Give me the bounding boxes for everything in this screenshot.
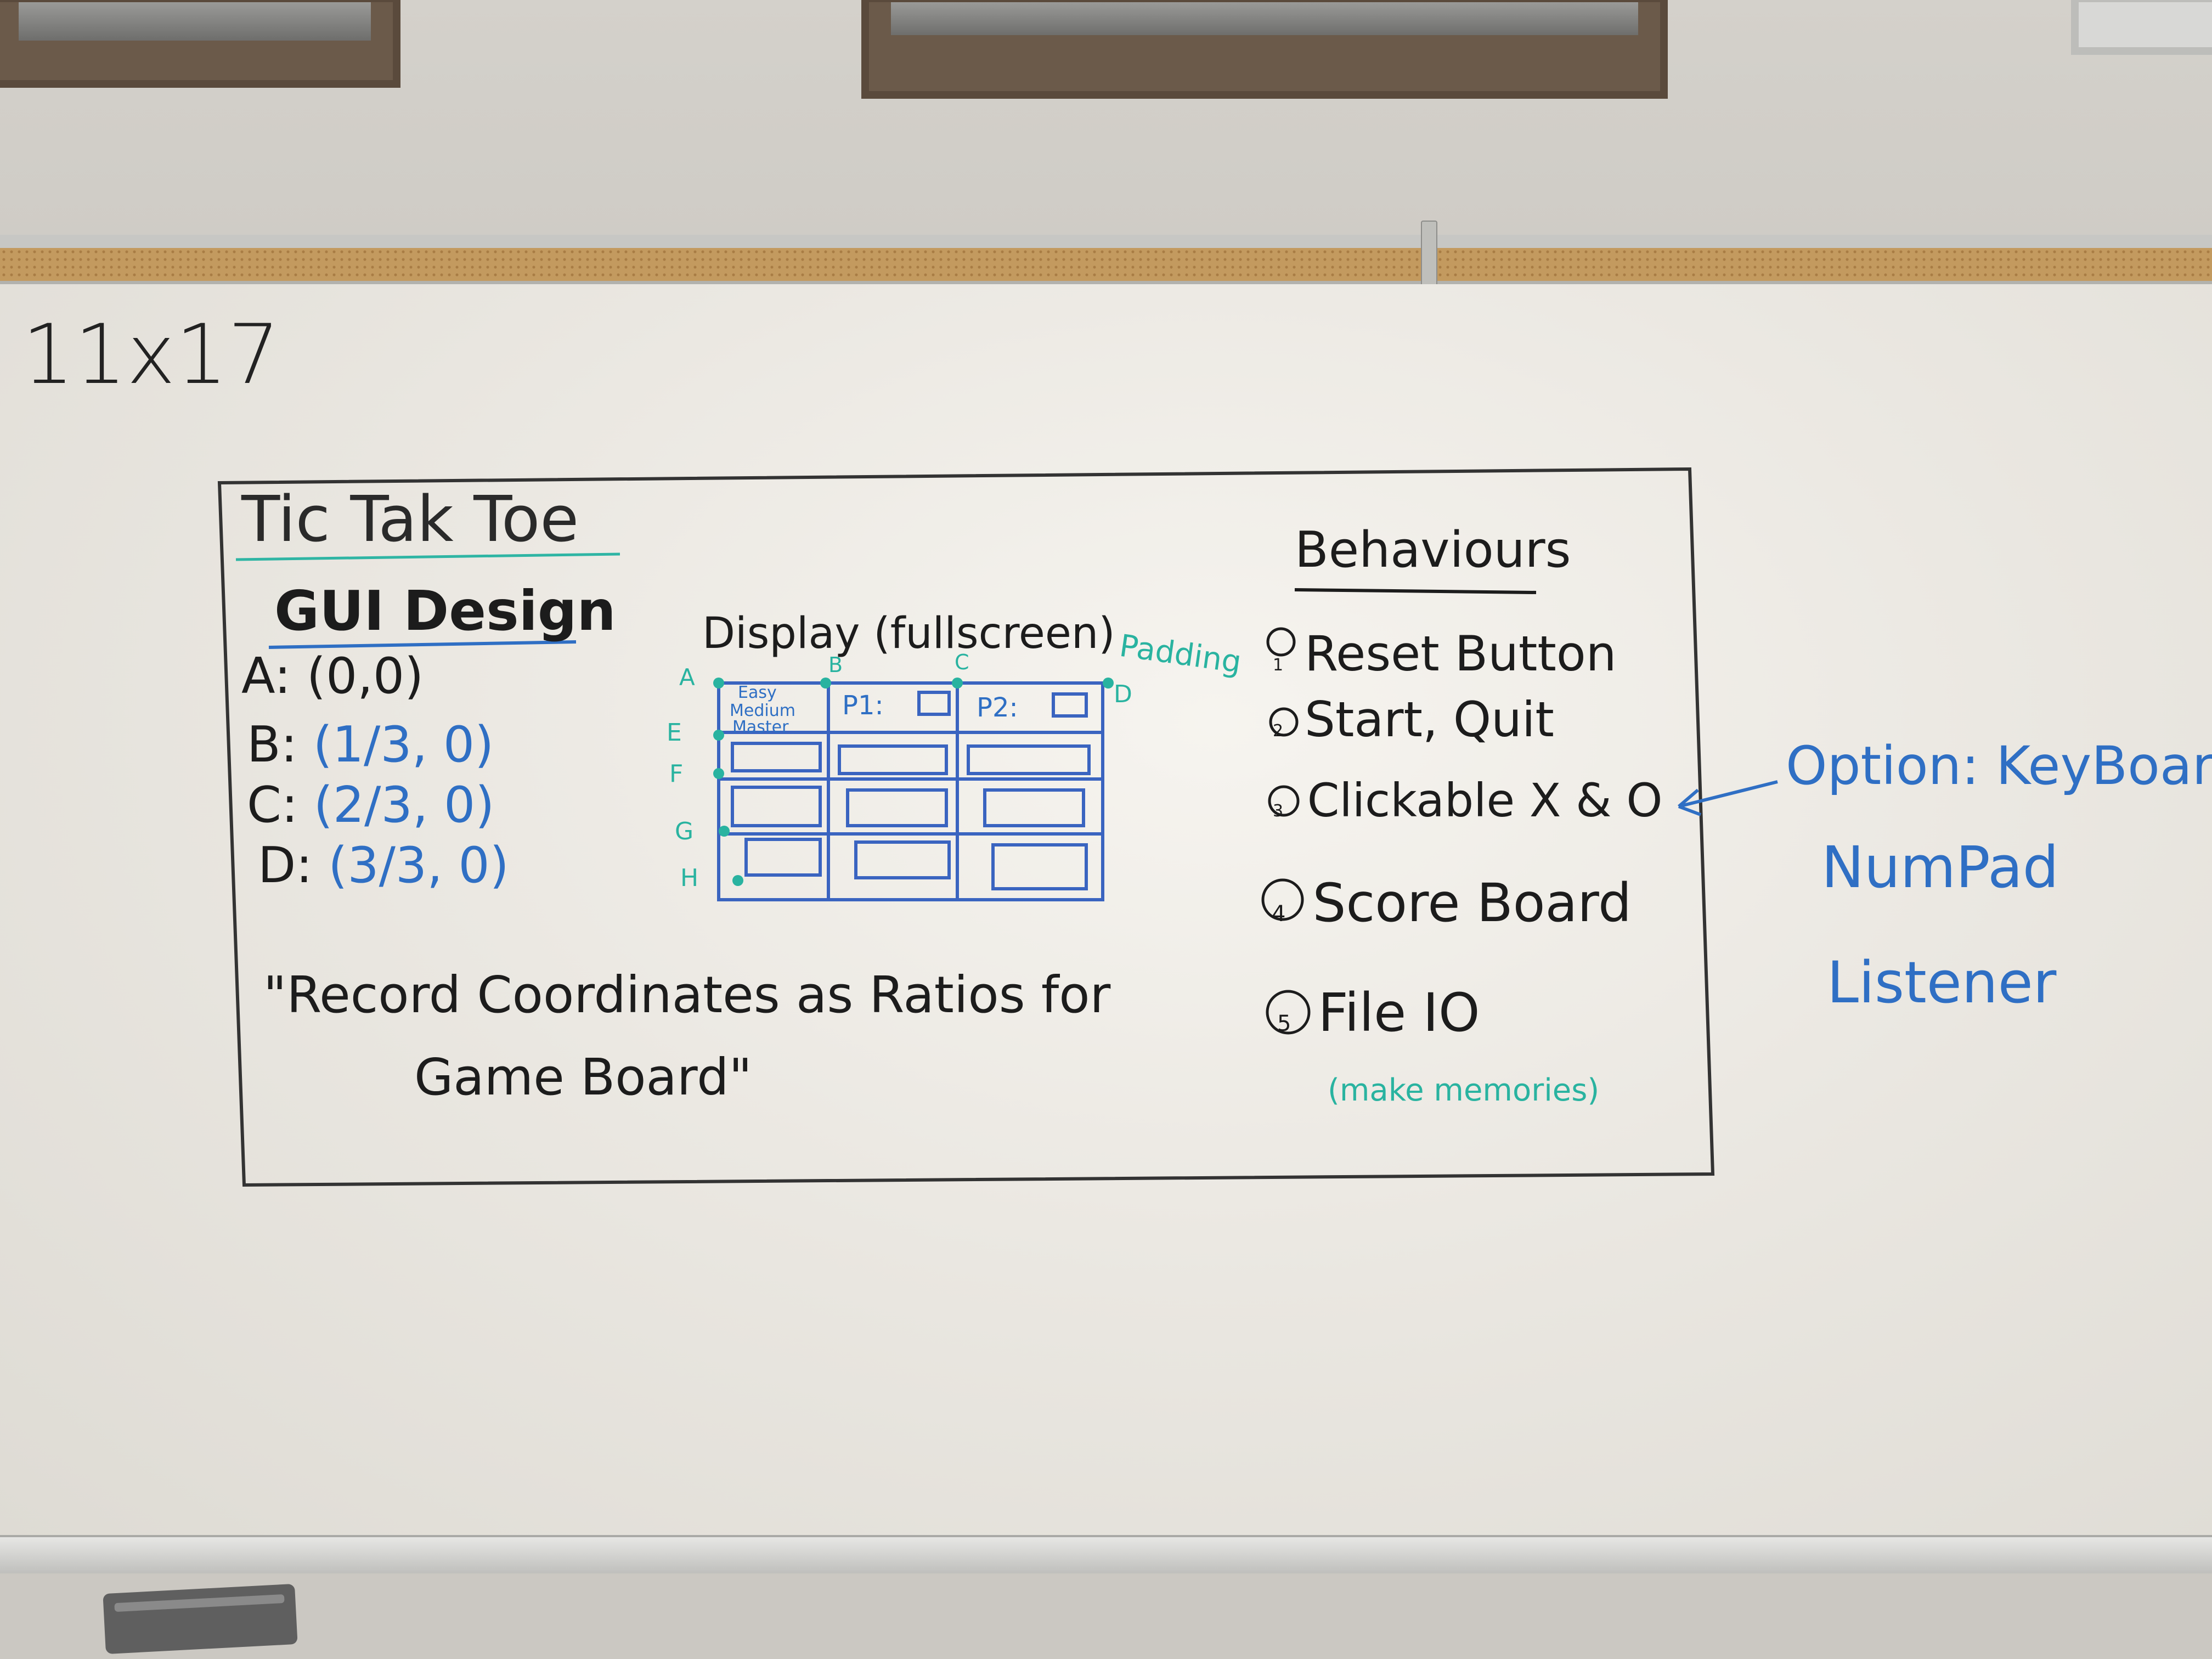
coord-a-label: A: [241,647,291,705]
option-label: Option: KeyBoard [1786,735,2212,797]
behaviour-3-num: 3 [1273,802,1284,821]
behaviour-5-num: 5 [1277,1011,1291,1036]
behaviour-2-num: 2 [1273,721,1284,741]
quote-line-2: Game Board" [414,1048,752,1107]
coord-a-value: (0,0) [306,647,424,705]
design-box [217,467,1715,1187]
point-label-f: F [669,760,684,788]
coord-d-value: (3/3, 0) [328,837,509,894]
wall-frame-left [0,0,400,88]
coord-c-label: C: [247,776,298,834]
behaviour-1: 1 Reset Button [1273,625,1617,682]
coord-b-label: B: [247,716,298,774]
coord-a: A: (0,0) [241,647,424,705]
map-clip [1421,221,1437,294]
file-io-note: (make memories) [1328,1073,1600,1108]
title-underline [235,552,620,561]
sketch-points [713,678,1114,886]
marker-tray [0,1535,2212,1576]
point-label-c: C [955,650,969,674]
point-label-g: G [675,817,694,845]
coord-d-label: D: [258,837,313,894]
behaviour-4-text: Score Board [1312,872,1632,934]
behaviours-heading: Behaviours [1295,521,1571,579]
behaviour-3: 3 Clickable X & O [1273,774,1662,827]
gui-underline [268,640,577,649]
difficulty-medium: Medium [730,701,795,720]
display-heading: Display (fullscreen) [702,609,1115,658]
behaviour-1-text: Reset Button [1304,625,1617,682]
behaviour-number-circles [1261,627,1311,1035]
option-arrow [1678,780,1778,816]
difficulty-easy: Easy [738,683,777,702]
option-listener: Listener [1827,949,2057,1016]
coord-b-value: (1/3, 0) [313,716,494,774]
point-label-e: E [667,719,682,747]
floor [0,1573,2212,1659]
coord-b: B: (1/3, 0) [247,716,494,774]
behaviour-2-text: Start, Quit [1304,691,1554,748]
point-label-b: B [828,653,843,677]
behaviour-3-text: Clickable X & O [1307,774,1663,827]
behaviour-4-num: 4 [1272,901,1286,927]
behaviour-4: 4 Score Board [1272,872,1632,934]
coord-d: D: (3/3, 0) [258,837,509,894]
gui-design-heading: GUI Design [274,579,616,643]
point-label-d: D [1114,680,1132,708]
behaviour-5: 5 File IO [1277,982,1480,1043]
cork-strip [0,248,2212,284]
player-1-label: P1: [842,690,884,721]
coord-c-value: (2/3, 0) [313,776,495,834]
option-numpad: NumPad [1821,834,2059,901]
sketch-outer [717,681,1104,901]
behaviour-5-text: File IO [1318,982,1480,1043]
display-sketch [717,681,1104,901]
player-2-label: P2: [977,692,1018,723]
coord-c: C: (2/3, 0) [247,776,494,834]
board-title: Tic Tak Toe [241,483,579,556]
point-label-a: A [679,664,695,691]
behaviours-underline [1294,588,1537,594]
quote-line-1: "Record Coordinates as Ratios for [263,966,1111,1024]
difficulty-master: Master [732,718,789,737]
wall-frame-right [2071,0,2212,55]
wall-frame-center [861,0,1668,99]
whiteboard [0,284,2212,1535]
behaviour-1-num: 1 [1273,656,1284,675]
point-label-h: H [680,864,699,892]
size-note: 11x17 [22,307,280,403]
behaviour-2: 2 Start, Quit [1273,691,1554,748]
